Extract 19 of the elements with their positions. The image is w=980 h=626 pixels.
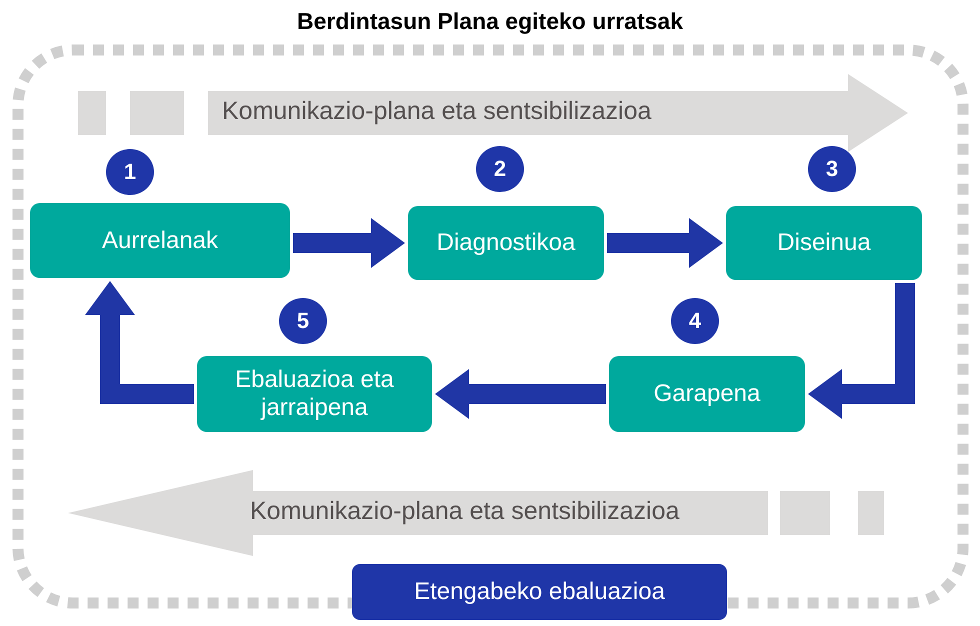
step-box: Diseinua bbox=[726, 206, 922, 280]
block-arrow bbox=[435, 369, 606, 419]
step-box: Aurrelanak bbox=[30, 203, 290, 278]
number-circle: 4 bbox=[671, 298, 719, 344]
step-box: Ebaluazioa eta jarraipena bbox=[197, 356, 432, 432]
diagram-title: Berdintasun Plana egiteko urratsak bbox=[296, 8, 684, 35]
step-box: Garapena bbox=[609, 356, 805, 432]
step-box: Diagnostikoa bbox=[408, 206, 604, 280]
process-box: Etengabeko ebaluazioa bbox=[352, 564, 727, 620]
number-circle: 5 bbox=[279, 298, 327, 344]
banner-text: Komunikazio-plana eta sentsibilizazioa bbox=[250, 497, 680, 526]
number-circle: 2 bbox=[476, 146, 524, 192]
block-arrow bbox=[85, 281, 194, 404]
number-circle: 3 bbox=[808, 146, 856, 192]
block-arrow bbox=[808, 283, 915, 419]
block-arrow bbox=[293, 218, 405, 268]
number-circle: 1 bbox=[106, 149, 154, 195]
banner-text: Komunikazio-plana eta sentsibilizazioa bbox=[222, 97, 652, 126]
block-arrow bbox=[607, 218, 723, 268]
